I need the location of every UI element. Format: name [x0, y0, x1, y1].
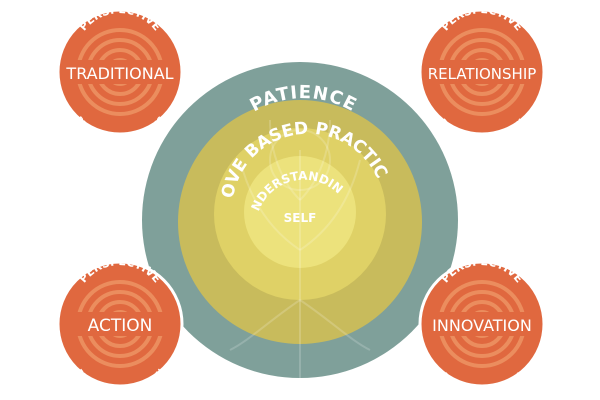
badge-traditional: PERSPECTIVE TRADITIONAL PROMOTE WELL-BEI… — [56, 3, 184, 144]
badge-name: ACTION — [88, 316, 153, 336]
badge-innovation: PERSPECTIVE INNOVATION PROMOTE FREEDOM — [418, 255, 546, 396]
tree-watermark-icon — [229, 119, 371, 378]
badge-name: INNOVATION — [432, 316, 532, 335]
core-understanding-self — [244, 156, 356, 268]
badge-name: RELATIONSHIP — [428, 65, 537, 83]
badge-relationship: PERSPECTIVE RELATIONSHIP PROMOTE INCLUSI… — [418, 3, 546, 144]
ring-label-self: SELF — [284, 211, 317, 225]
badge-name-band — [424, 312, 540, 336]
badge-name: TRADITIONAL — [65, 64, 173, 83]
badge-name-band — [424, 60, 540, 84]
badge-name-band — [62, 60, 178, 84]
badge-name-band — [62, 312, 178, 336]
